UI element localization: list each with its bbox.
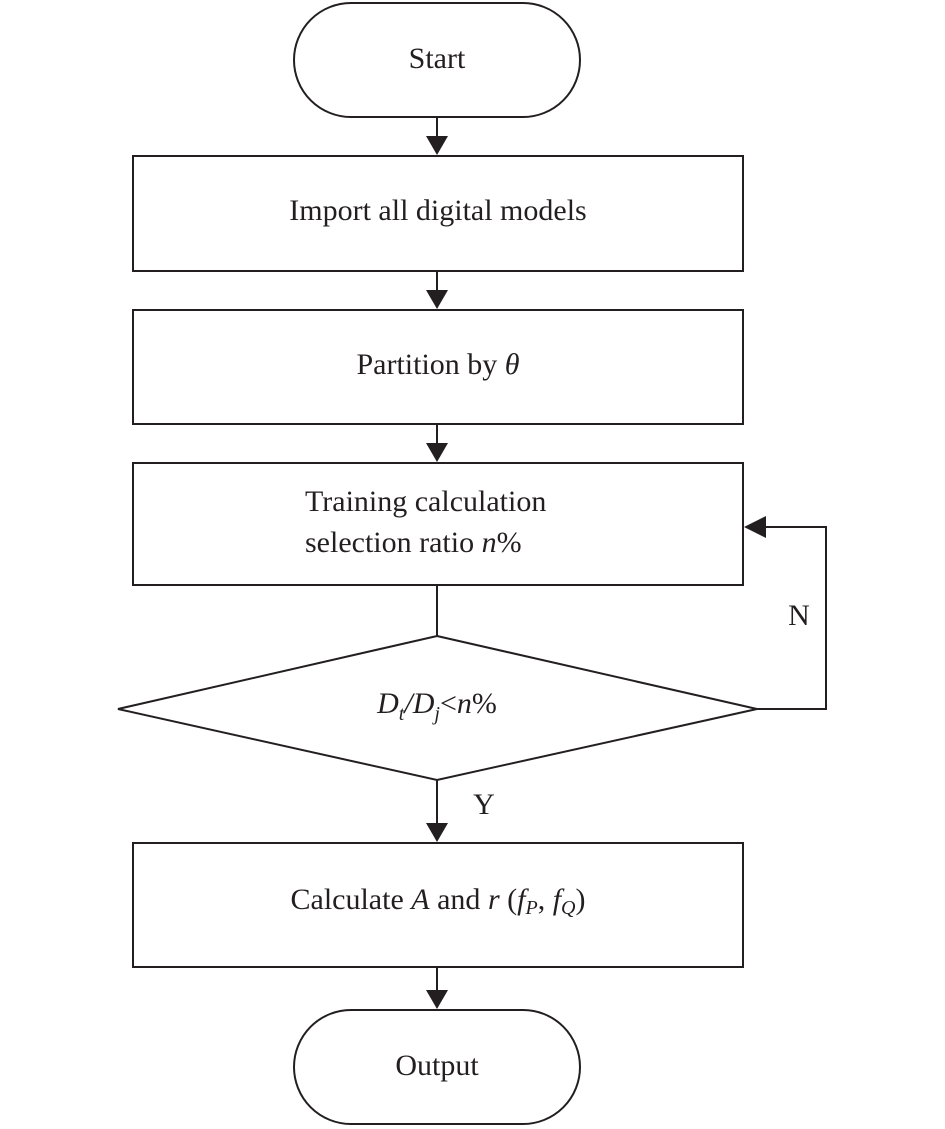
start-label: Start <box>409 42 466 75</box>
import-label: Import all digital models <box>289 194 586 227</box>
edge-label-yes: Y <box>473 788 495 821</box>
arrow-partition-to-training <box>426 424 448 462</box>
import-process-box <box>132 155 744 272</box>
calculate-process-box <box>132 842 744 968</box>
calculate-node: Calculate A and r (fP, fQ) <box>132 842 744 968</box>
arrow-import-to-partition <box>426 271 448 309</box>
partition-node: Partition by θ <box>132 309 744 425</box>
output-node: Output <box>293 1009 581 1125</box>
start-node: Start <box>293 2 581 118</box>
arrow-start-to-import <box>426 117 448 155</box>
arrow-calculate-to-output <box>426 967 448 1009</box>
decision-node: Dt/Dj<n% <box>117 634 758 782</box>
training-label-line2: selection ratio n% <box>305 526 522 559</box>
training-node: Training calculation selection ratio n% <box>132 462 744 586</box>
decision-label: Dt/Dj<n% <box>376 687 497 725</box>
calculate-label: Calculate A and r (fP, fQ) <box>291 883 586 919</box>
edge-label-no: N <box>788 599 810 632</box>
training-label-line1: Training calculation <box>305 485 546 518</box>
import-node: Import all digital models <box>132 155 744 272</box>
theta-symbol: θ <box>505 348 520 381</box>
arrow-decision-no-loop: N <box>744 516 827 710</box>
output-label: Output <box>395 1049 479 1082</box>
arrow-decision-yes: Y <box>426 780 495 842</box>
output-terminal-shape <box>293 1009 581 1125</box>
partition-label: Partition by θ <box>356 348 519 381</box>
training-process-box <box>132 462 744 586</box>
